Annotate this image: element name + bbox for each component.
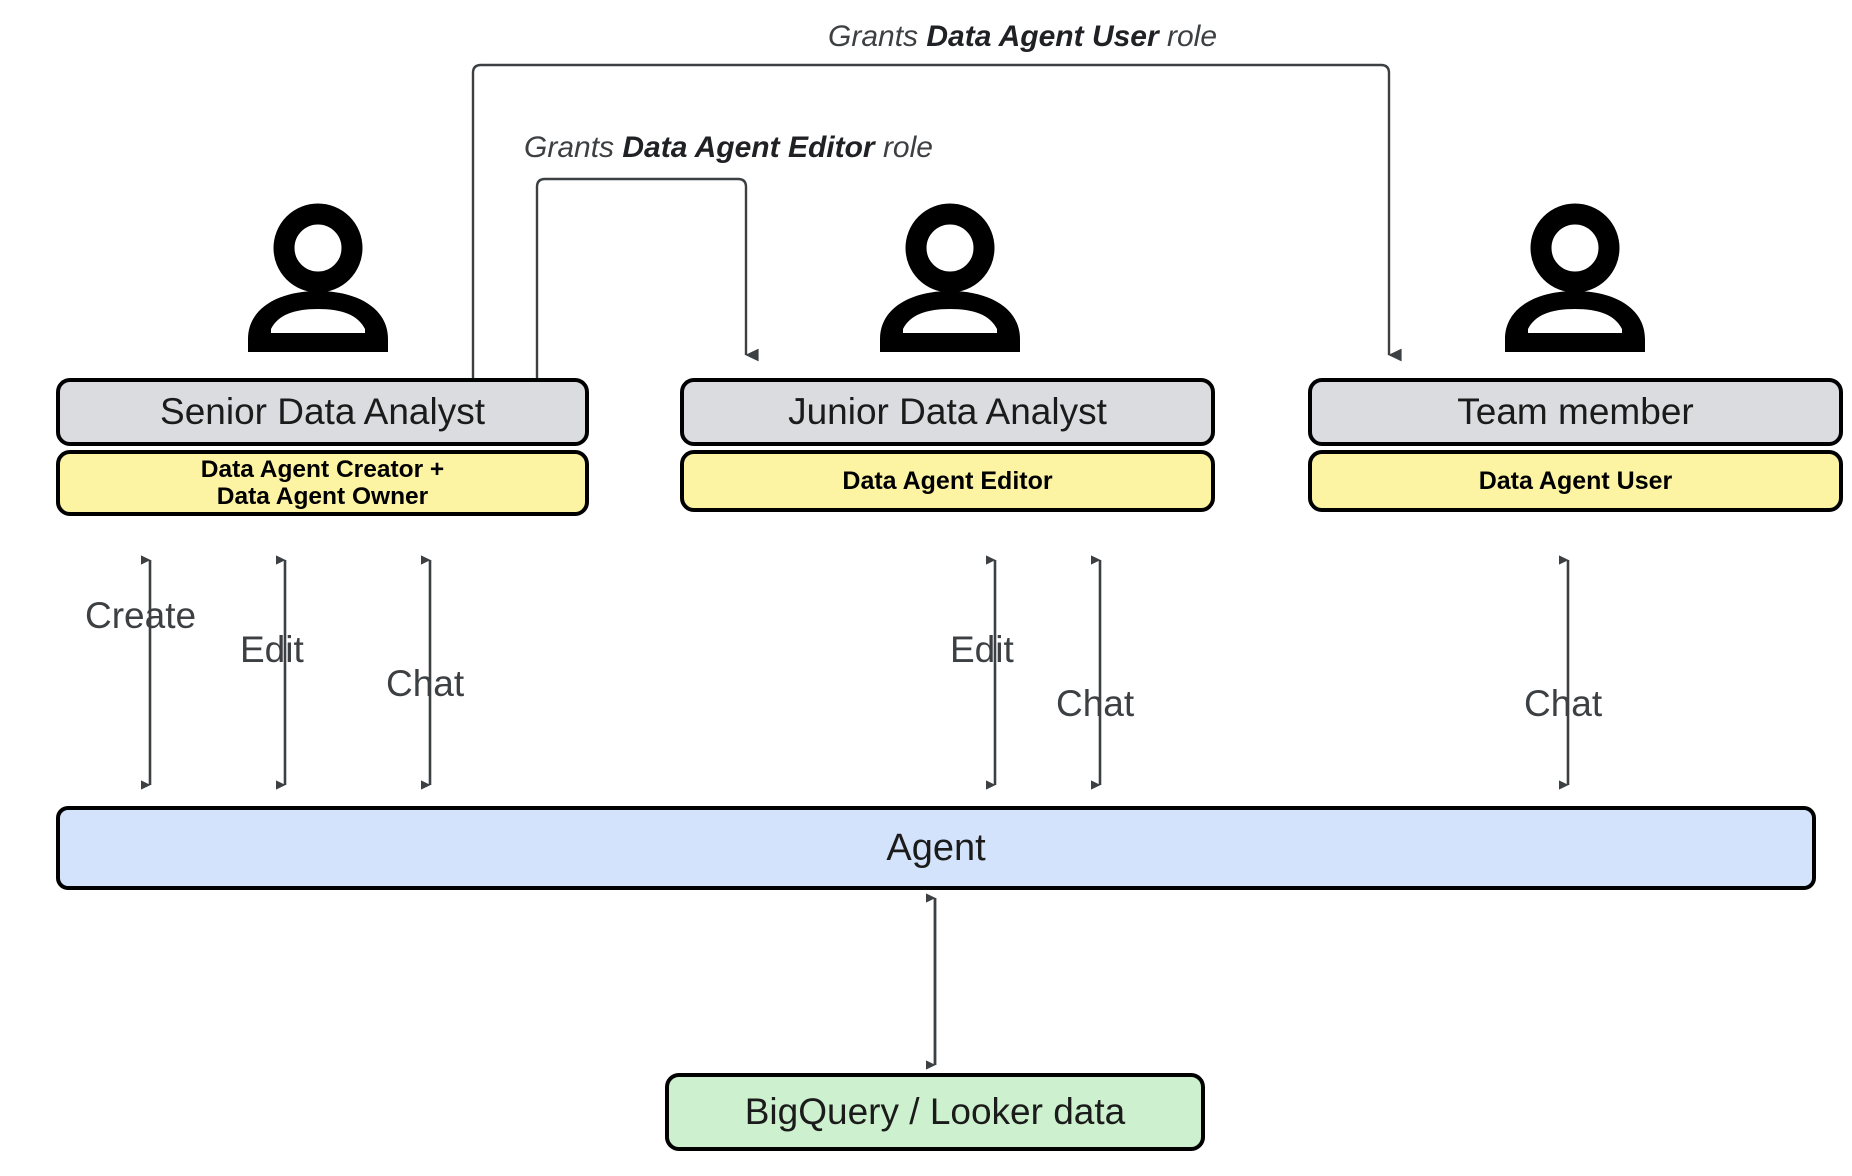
agent-box[interactable]: Agent (56, 806, 1816, 890)
grant-user-role: Data Agent User (926, 20, 1159, 53)
grant-editor-prefix: Grants (524, 131, 623, 164)
grant-user-prefix: Grants (828, 20, 927, 53)
grant-editor-role: Data Agent Editor (622, 131, 875, 164)
flow-label-edit-2: Edit (950, 629, 1014, 670)
grant-editor-suffix: role (874, 131, 933, 164)
actor-junior-data-analyst[interactable]: Junior Data Analyst Data Agent Editor (680, 378, 1215, 512)
data-source-box[interactable]: BigQuery / Looker data (665, 1073, 1205, 1151)
role-badge-senior: Data Agent Creator + Data Agent Owner (56, 450, 589, 516)
person-icon-senior (238, 202, 398, 352)
actor-senior-data-analyst[interactable]: Senior Data Analyst Data Agent Creator +… (56, 378, 589, 516)
connector-grants-editor (535, 177, 759, 378)
person-icon (1505, 203, 1645, 352)
role-badge-team: Data Agent User (1308, 450, 1843, 512)
person-icon-junior (870, 202, 1030, 352)
flow-label-chat: Chat (386, 663, 465, 704)
role-badge-senior-line2: Data Agent Owner (216, 483, 429, 510)
grant-user-suffix: role (1158, 20, 1218, 53)
flow-label-chat-3: Chat (1524, 683, 1603, 724)
actor-title-senior: Senior Data Analyst (56, 378, 589, 446)
grant-label-user: Grants Data Agent User role (828, 20, 1217, 54)
flow-label-chat-2: Chat (1056, 683, 1135, 724)
grant-label-editor: Grants Data Agent Editor role (524, 131, 933, 165)
actor-team-member[interactable]: Team member Data Agent User (1308, 378, 1843, 512)
actor-title-team: Team member (1308, 378, 1843, 446)
person-icon-team (1495, 202, 1655, 352)
person-icon (248, 203, 388, 352)
flow-label-edit: Edit (240, 629, 304, 670)
actor-title-junior: Junior Data Analyst (680, 378, 1215, 446)
person-icon (880, 203, 1020, 352)
role-badge-junior: Data Agent Editor (680, 450, 1215, 512)
role-badge-senior-line1: Data Agent Creator + (200, 455, 445, 483)
flow-label-create: Create (85, 595, 197, 636)
